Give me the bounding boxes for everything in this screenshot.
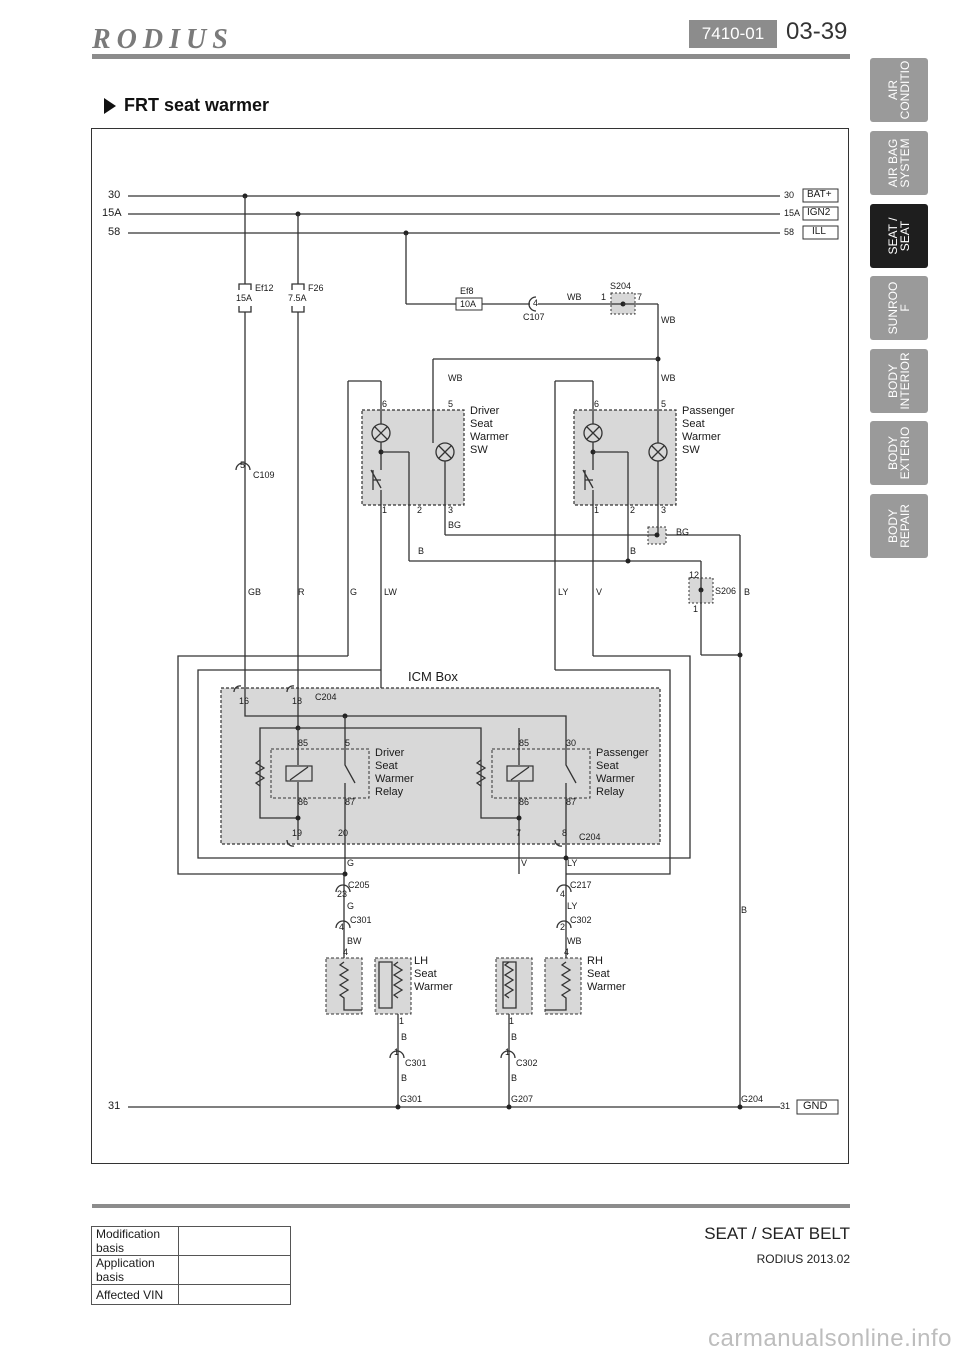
- table-row: Affected VIN: [91, 1284, 291, 1305]
- doc-code-badge: 7410-01: [689, 20, 777, 48]
- footer-divider: [92, 1204, 850, 1208]
- table-row: Application basis: [91, 1255, 291, 1285]
- side-tab-air-bag[interactable]: AIR BAG SYSTEM: [870, 131, 928, 195]
- table-value: [178, 1226, 291, 1256]
- side-tab-air-conditioning[interactable]: AIR CONDITIO: [870, 58, 928, 122]
- wiring-diagram-frame: [91, 128, 849, 1164]
- side-tab-body-interior[interactable]: BODY INTERIOR: [870, 349, 928, 413]
- brand-logo: RODIUS: [92, 24, 234, 55]
- passenger-sw-box: [573, 409, 677, 506]
- page-number: 03-39: [786, 18, 848, 45]
- watermark: carmanualsonline.info: [708, 1325, 952, 1352]
- side-tab-label: AIR CONDITIO: [886, 60, 912, 120]
- side-tab-label: AIR BAG SYSTEM: [886, 138, 912, 188]
- side-tab-label: SUNROO F: [886, 281, 912, 335]
- table-label: Affected VIN: [91, 1284, 179, 1305]
- side-tab-seat[interactable]: SEAT / SEAT: [870, 204, 928, 268]
- side-tab-sunroof[interactable]: SUNROO F: [870, 276, 928, 340]
- table-row: Modification basis: [91, 1226, 291, 1256]
- footer-model: RODIUS 2013.02: [756, 1252, 850, 1266]
- footer-section-title: SEAT / SEAT BELT: [704, 1224, 850, 1243]
- table-label: Application basis: [91, 1255, 179, 1285]
- side-tab-label: SEAT / SEAT: [886, 217, 912, 255]
- section-title-text: FRT seat warmer: [124, 95, 270, 115]
- header-divider: [92, 54, 850, 59]
- table-value: [178, 1284, 291, 1305]
- side-tab-label: BODY INTERIOR: [886, 352, 912, 410]
- side-tab-body-exterior[interactable]: BODY EXTERIO: [870, 421, 928, 485]
- driver-sw-box: [361, 409, 465, 506]
- driver-relay-box: [270, 748, 370, 799]
- table-label: Modification basis: [91, 1226, 179, 1256]
- table-value: [178, 1255, 291, 1285]
- rh-heater-a: [495, 957, 533, 1015]
- play-triangle-icon: [104, 97, 116, 114]
- modification-table: Modification basis Application basis Aff…: [91, 1226, 291, 1305]
- side-tab-label: BODY REPAIR: [886, 504, 912, 548]
- side-tab-body-repair[interactable]: BODY REPAIR: [870, 494, 928, 558]
- side-tab-label: BODY EXTERIO: [886, 426, 912, 480]
- lh-heater-b: [374, 957, 412, 1015]
- section-title: FRT seat warmer: [104, 95, 269, 116]
- passenger-relay-box: [491, 748, 591, 799]
